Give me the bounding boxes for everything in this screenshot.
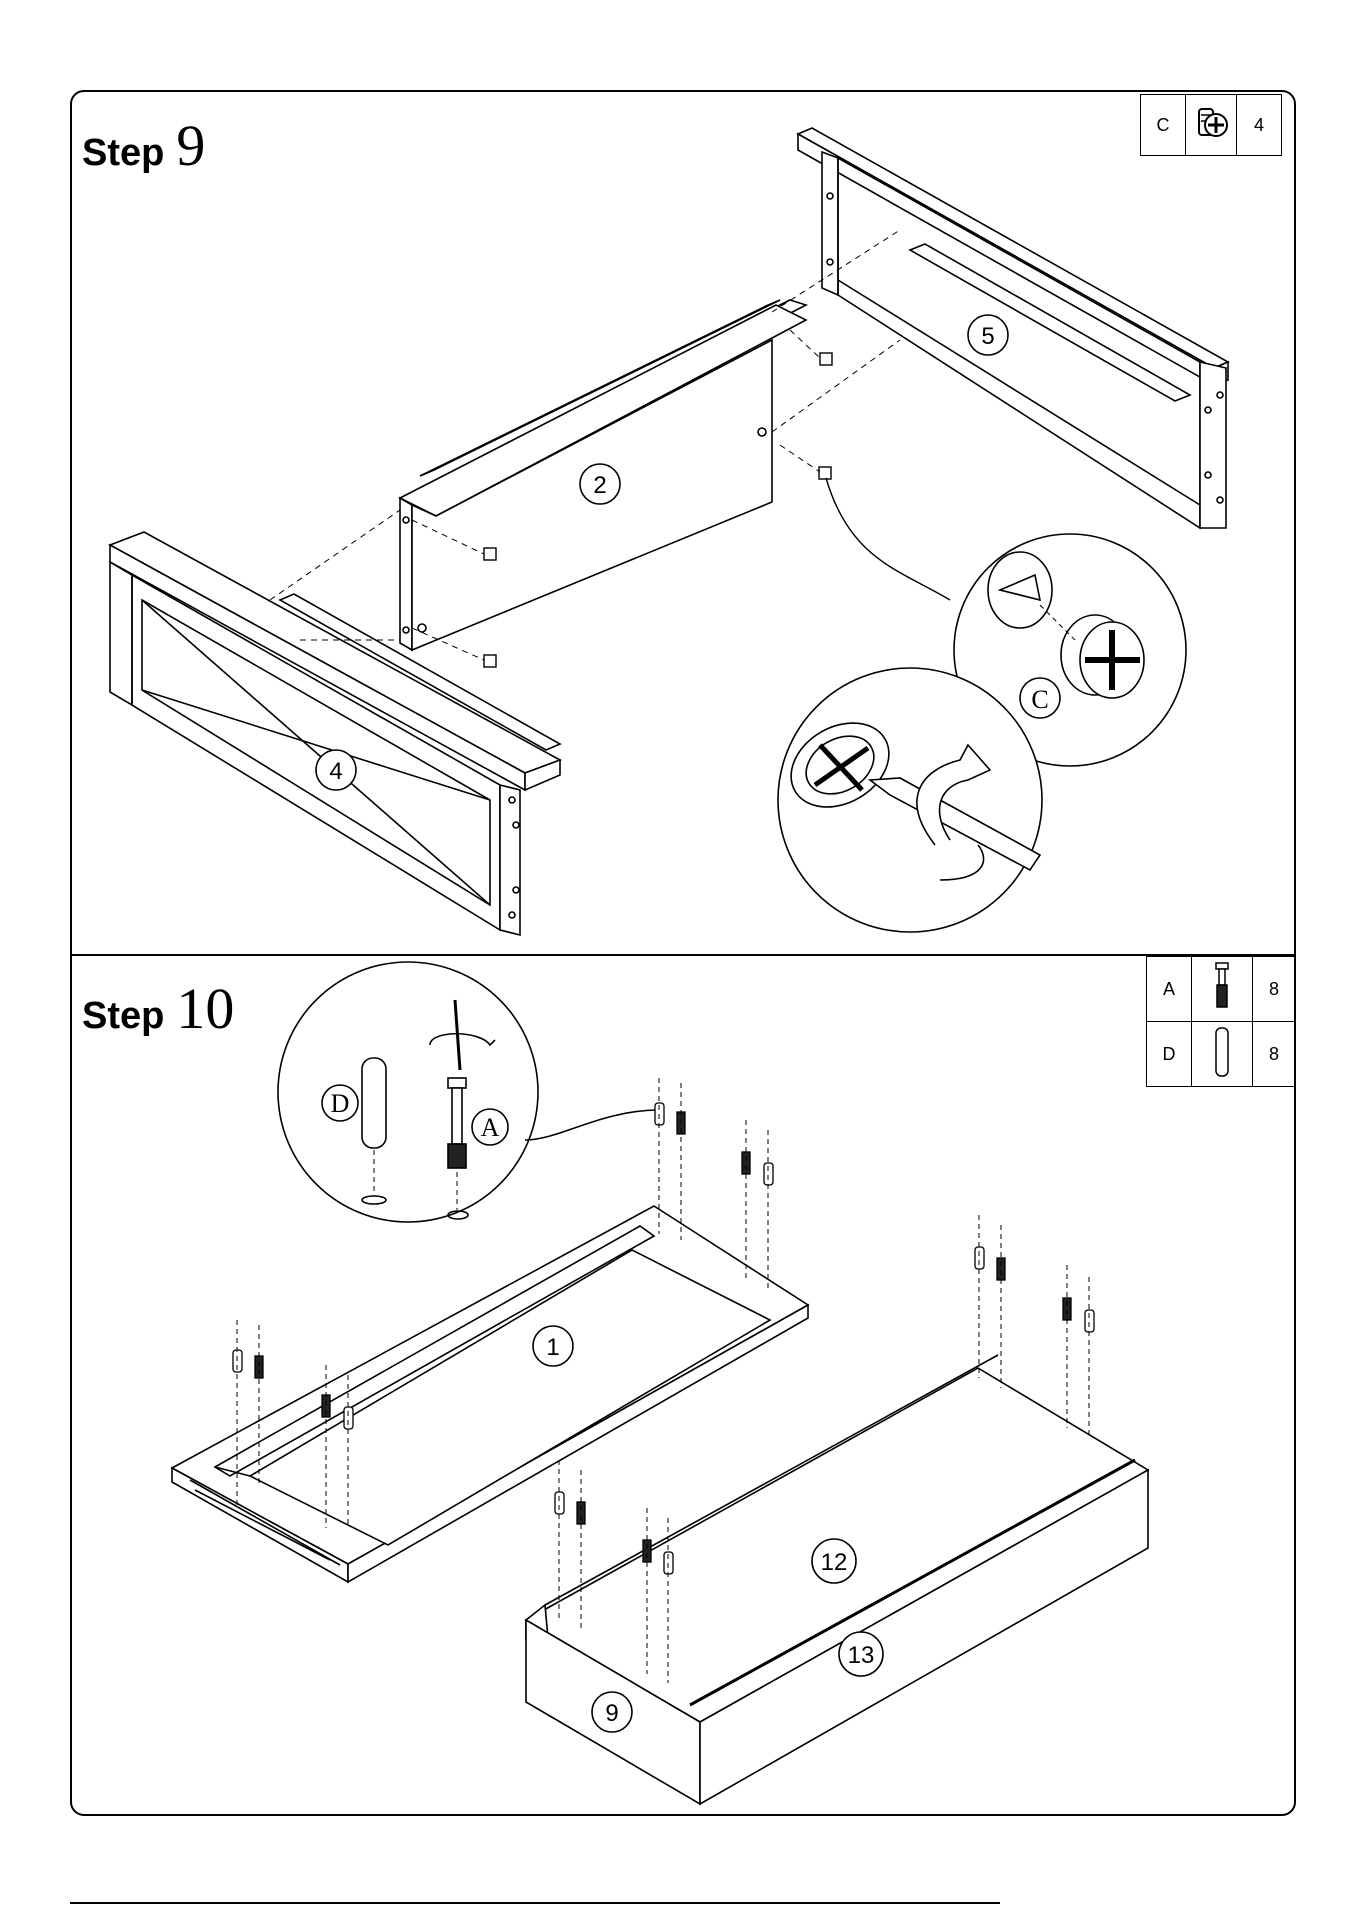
panel-label-9: 9	[605, 1700, 618, 1727]
detail-label-a: A	[481, 1113, 500, 1142]
screwdriver-detail	[776, 668, 1042, 932]
footer-rule	[70, 1902, 1000, 1904]
panel-label-12: 12	[821, 1549, 848, 1576]
panel-5	[798, 128, 1228, 528]
detail-label-c: C	[1031, 685, 1048, 714]
panel-label-2: 2	[593, 472, 606, 499]
dowel-bolt-detail: D A	[278, 962, 660, 1222]
detail-label-d: D	[331, 1089, 350, 1118]
panel-label-1: 1	[546, 1334, 559, 1361]
panel-label-13: 13	[848, 1642, 875, 1669]
panel-label-5: 5	[981, 323, 994, 350]
panel-label-4: 4	[329, 758, 342, 785]
